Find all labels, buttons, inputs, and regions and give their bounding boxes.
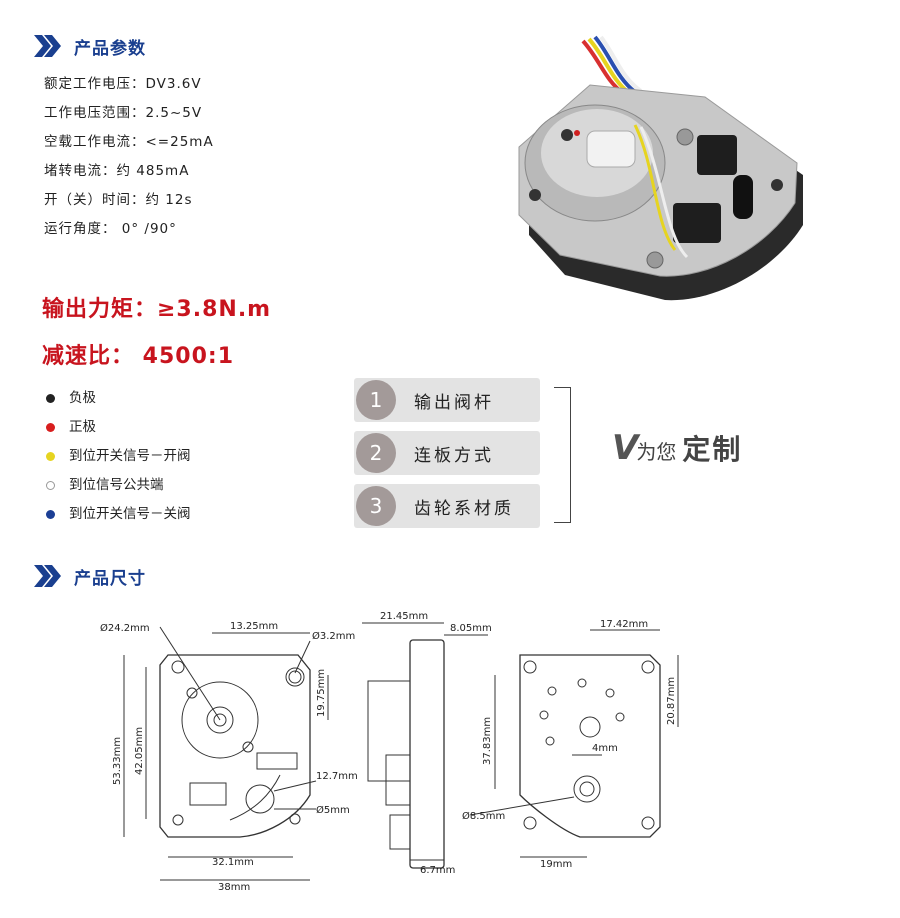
- ratio-spec: 减速比： 4500:1: [42, 344, 234, 369]
- spec-stall-current: 堵转电流：约 485mA: [44, 163, 190, 179]
- dim-outer-radius: 12.7mm: [316, 771, 358, 782]
- dim-hole-height: 19.75mm: [316, 669, 327, 717]
- dim-gear-diameter: Ø24.2mm: [100, 622, 150, 634]
- dim-back-right-height: 20.87mm: [666, 677, 677, 725]
- legend-item: 到位开关信号－开阀: [46, 442, 191, 471]
- double-chevron-icon: [34, 565, 61, 587]
- wire-dot-icon: [46, 394, 55, 403]
- option-label: 连板方式: [414, 445, 494, 466]
- dims-section-header: 产品尺寸: [32, 563, 146, 589]
- custom-big-text: 定制: [682, 433, 743, 466]
- params-title: 产品参数: [74, 38, 146, 59]
- legend-label: 到位开关信号－开阀: [69, 448, 191, 464]
- options-bracket: [554, 387, 571, 523]
- wire-dot-icon: [46, 481, 55, 490]
- option-number: 2: [356, 433, 396, 473]
- dim-front-total-width: 38mm: [218, 882, 250, 893]
- legend-item: 正极: [46, 413, 191, 442]
- dim-side-top-width: 8.05mm: [450, 623, 492, 634]
- dim-front-inner-width: 32.1mm: [212, 857, 254, 868]
- dim-side-bottom-width: 6.7mm: [420, 865, 455, 876]
- spec-rated-voltage: 额定工作电压：DV3.6V: [44, 76, 202, 92]
- dim-shaft-diameter: Ø5mm: [316, 804, 350, 816]
- spec-voltage-range: 工作电压范围：2.5~5V: [44, 105, 203, 121]
- option-label: 输出阀杆: [414, 392, 494, 413]
- custom-small-text: 为您: [636, 440, 677, 464]
- double-chevron-icon: [34, 35, 61, 57]
- wire-legend: 负极 正极 到位开关信号－开阀 到位信号公共端 到位开关信号－关阀: [46, 384, 191, 529]
- option-number: 1: [356, 380, 396, 420]
- spec-switch-time: 开（关）时间：约 12s: [44, 192, 193, 208]
- legend-item: 到位开关信号－关阀: [46, 500, 191, 529]
- wire-dot-icon: [46, 452, 55, 461]
- dims-title: 产品尺寸: [74, 568, 146, 589]
- spec-angle: 运行角度： 0° /90°: [44, 221, 177, 237]
- option-label: 齿轮系材质: [414, 498, 514, 519]
- dimension-drawing: Ø24.2mm 13.25mm Ø3.2mm 53.33mm 42.05mm 1…: [100, 611, 679, 893]
- dim-back-hole: 4mm: [592, 743, 618, 754]
- legend-label: 到位开关信号－关阀: [69, 506, 191, 522]
- dim-back-bottom-width: 19mm: [540, 859, 572, 870]
- option-item: 2 连板方式: [354, 431, 540, 475]
- wire-dot-icon: [46, 510, 55, 519]
- option-item: 1 输出阀杆: [354, 378, 540, 422]
- spec-idle-current: 空载工作电流：<=25mA: [44, 134, 214, 150]
- custom-slogan: V 为您 定制: [612, 428, 742, 468]
- dim-back-left-height: 37.83mm: [482, 717, 493, 765]
- custom-logo-v: V: [612, 428, 638, 468]
- dim-hole-diameter: Ø3.2mm: [312, 630, 355, 642]
- spec-list: 额定工作电压：DV3.6V 工作电压范围：2.5~5V 空载工作电流：<=25m…: [44, 70, 214, 244]
- product-photo: [518, 35, 803, 301]
- dim-front-height: 53.33mm: [112, 737, 123, 785]
- option-number: 3: [356, 486, 396, 526]
- wire-dot-icon: [46, 423, 55, 432]
- dim-front-inner-height: 42.05mm: [134, 727, 145, 775]
- legend-item: 负极: [46, 384, 191, 413]
- legend-item: 到位信号公共端: [46, 471, 191, 500]
- params-section-header: 产品参数: [32, 33, 146, 59]
- dim-front-top-width: 13.25mm: [230, 621, 278, 632]
- dim-back-top-width: 17.42mm: [600, 619, 648, 630]
- dim-side-total-width: 21.45mm: [380, 611, 428, 622]
- legend-label: 负极: [69, 390, 96, 406]
- torque-spec: 输出力矩：≥3.8N.m: [42, 297, 272, 322]
- custom-options: 1 输出阀杆 2 连板方式 3 齿轮系材质: [354, 378, 540, 537]
- dim-back-outer-diameter: Ø8.5mm: [462, 810, 505, 822]
- legend-label: 到位信号公共端: [69, 477, 164, 493]
- option-item: 3 齿轮系材质: [354, 484, 540, 528]
- legend-label: 正极: [69, 419, 96, 435]
